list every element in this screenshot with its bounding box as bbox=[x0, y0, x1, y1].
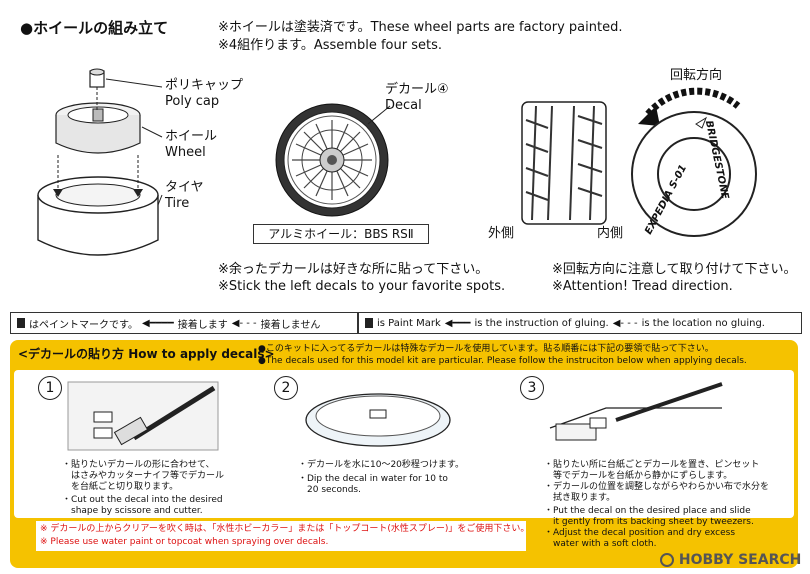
hobby-search-logo-icon bbox=[660, 553, 674, 567]
step-2-en-1: ・Dip the decal in water for 10 to bbox=[298, 474, 448, 484]
solid-arrow-icon: ◀━━━━ bbox=[142, 317, 174, 329]
polycap-label-en: Poly cap bbox=[165, 94, 220, 109]
step-3-jp-1: ・貼りたい所に台紙ごとデカールを置き、ピンセット bbox=[544, 460, 760, 470]
legend-en-paint: is Paint Mark bbox=[377, 317, 441, 329]
outer-side-label: 外側 bbox=[488, 226, 515, 241]
tread-note-en: ※Attention! Tread direction. bbox=[552, 279, 733, 294]
howto-desc-jp: ●このキットに入ってるデカールは特殊なデカールを使用しています。貼る順番には下記… bbox=[258, 344, 714, 354]
wheel-name-box: アルミホイール：BBS RSⅡ bbox=[253, 224, 429, 244]
bbs-wheel-illustration bbox=[275, 103, 391, 217]
step-1-jp-3: を台紙ごと切り取ります。 bbox=[62, 482, 179, 492]
step-3-en-3: ・Adjust the decal position and dry exces… bbox=[544, 528, 736, 538]
factory-painted-note: ※ホイールは塗装済です。These wheel parts are factor… bbox=[218, 20, 623, 35]
dashed-arrow-icon: ◀- - - bbox=[231, 317, 257, 329]
watermark-text: HOBBY SEARCH bbox=[678, 552, 802, 568]
tire-label-en: Tire bbox=[165, 196, 190, 211]
tread-note-jp: ※回転方向に注意して取り付けて下さい。 bbox=[552, 262, 797, 277]
tire-side-illustration bbox=[631, 87, 757, 237]
step-3-jp-2: 等でデカールを台紙から静かにずらします。 bbox=[544, 471, 733, 481]
tire-label-jp: タイヤ bbox=[165, 180, 204, 195]
tread-diagram bbox=[521, 101, 607, 225]
step-1-number: 1 bbox=[38, 376, 62, 400]
assemble-four-note: ※4組作ります。Assemble four sets. bbox=[218, 38, 442, 53]
decal-placed-shape bbox=[589, 417, 607, 429]
wheel-assembly-diagram bbox=[37, 68, 163, 256]
legend-jp: はペイントマークです。 ◀━━━━ 接着します ◀- - - 接着しません bbox=[10, 312, 358, 334]
step-3-number: 3 bbox=[520, 376, 544, 400]
decal-label-jp: デカール④ bbox=[385, 82, 449, 97]
step-1-jp-1: ・貼りたいデカールの形に合わせて、 bbox=[62, 460, 215, 470]
step-3-en-2: it gently from its backing sheet by twee… bbox=[544, 517, 754, 527]
step-2-illustration bbox=[305, 393, 451, 447]
step-1-en-1: ・Cut out the decal into the desired bbox=[62, 495, 223, 505]
legend-jp-noglue: 接着しません bbox=[260, 319, 321, 331]
section-title: ●ホイールの組み立て bbox=[20, 19, 169, 37]
rotation-arrow-icon bbox=[638, 106, 660, 126]
step-1-jp-2: はさみやカッターナイフ等でデカール bbox=[62, 471, 225, 481]
step-3-illustration bbox=[549, 382, 723, 441]
howto-title: <デカールの貼り方 How to apply decals> bbox=[18, 347, 275, 361]
step-3-en-1: ・Put the decal on the desired place and … bbox=[544, 506, 751, 516]
step-2-number: 2 bbox=[274, 376, 298, 400]
wheel-label-jp: ホイール bbox=[165, 129, 218, 144]
solid-arrow-icon: ◀━━━ bbox=[444, 317, 471, 329]
howto-desc-en: ●The decals used for this model kit are … bbox=[258, 356, 747, 366]
legend-jp-paint: はペイントマークです。 bbox=[29, 319, 138, 331]
rotation-direction-label: 回転方向 bbox=[670, 68, 723, 83]
wheel-label-en: Wheel bbox=[165, 145, 206, 160]
legend-en-glue: is the instruction of gluing. bbox=[474, 317, 609, 329]
warning-box bbox=[36, 521, 526, 551]
left-decals-note-en: ※Stick the left decals to your favorite … bbox=[218, 279, 506, 294]
decal-in-water-shape bbox=[369, 409, 387, 419]
step-2-jp-1: ・デカールを水に10〜20秒程つけます。 bbox=[298, 460, 465, 470]
decal-label-en: Decal bbox=[385, 98, 422, 113]
legend-jp-glue: 接着します bbox=[177, 319, 228, 331]
warning-jp: ※ デカールの上からクリアーを吹く時は、「水性ホビーカラー」または「トップコート… bbox=[40, 524, 530, 534]
left-decals-note-jp: ※余ったデカールは好きな所に貼って下さい。 bbox=[218, 262, 489, 277]
paint-mark-icon bbox=[17, 318, 25, 328]
polycap-label-jp: ポリキャップ bbox=[165, 78, 244, 93]
step-3-jp-3: ・デカールの位置を調整しながらやわらかい布で水分を bbox=[544, 482, 770, 492]
step-1-illustration bbox=[67, 381, 219, 451]
step-3-jp-4: 拭き取ります。 bbox=[544, 493, 616, 503]
step-1-en-2: shape by scissore and cutter. bbox=[62, 506, 203, 516]
paint-mark-icon bbox=[365, 318, 373, 328]
step-3-en-4: water with a soft cloth. bbox=[544, 539, 657, 549]
legend-en: is Paint Mark ◀━━━ is the instruction of… bbox=[358, 312, 802, 334]
dashed-arrow-icon: ◀- - - bbox=[612, 317, 638, 329]
warning-en: ※ Please use water paint or topcoat when… bbox=[40, 537, 329, 547]
inner-side-label: 内側 bbox=[597, 226, 624, 241]
step-2-en-2: 20 seconds. bbox=[298, 485, 361, 495]
hobby-search-watermark: HOBBY SEARCH bbox=[660, 552, 801, 568]
decal-piece-shape bbox=[93, 411, 113, 423]
legend-en-noglue: is the location no gluing. bbox=[641, 317, 765, 329]
